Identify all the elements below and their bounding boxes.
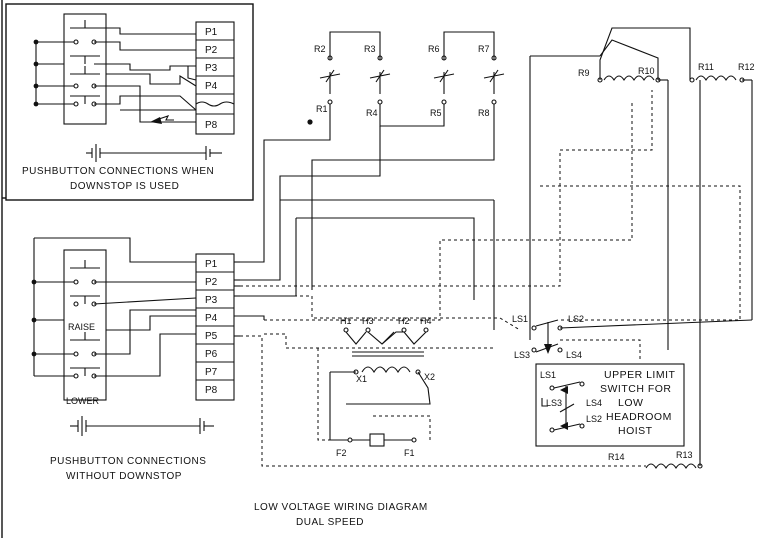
terminal-p5: P5 <box>205 331 218 342</box>
upper-limit-switch-box: LS1 LS3 LS4 LS2 UPPER LIMIT SWITCH FOR L… <box>535 363 685 447</box>
label-ls1: LS1 <box>512 314 528 324</box>
diagram-title-line1: LOW VOLTAGE WIRING DIAGRAM <box>254 502 428 513</box>
ul-text-line5: HOIST <box>618 425 653 437</box>
label-r6: R6 <box>428 44 440 54</box>
label-h4: H4 <box>420 316 432 326</box>
label-r10: R10 <box>638 66 655 76</box>
label-r1: R1 <box>316 104 328 114</box>
inset-caption-line1: PUSHBUTTON CONNECTIONS WHEN <box>22 166 214 177</box>
ul-label-ls3: LS3 <box>546 398 562 408</box>
label-x1: X1 <box>356 374 367 384</box>
label-r4: R4 <box>366 108 378 118</box>
label-r7: R7 <box>478 44 490 54</box>
main-pushbutton-station: RAISE LOWER P1 P2 P3 P4 P5 P6 <box>31 237 265 482</box>
inset-terminal-p8: P8 <box>205 120 218 131</box>
ul-label-ls2: LS2 <box>586 414 602 424</box>
terminal-p7: P7 <box>205 367 218 378</box>
inset-terminal-p1: P1 <box>205 27 218 38</box>
inset-pendant-station <box>63 13 107 125</box>
inset-caption-line2: DOWNSTOP IS USED <box>70 181 179 192</box>
label-ls3: LS3 <box>514 350 530 360</box>
main-caption-line1: PUSHBUTTON CONNECTIONS <box>50 456 206 467</box>
label-x2: X2 <box>424 372 435 382</box>
label-r8: R8 <box>478 108 490 118</box>
ul-text-line4: HEADROOM <box>606 411 672 423</box>
label-r12: R12 <box>738 62 755 72</box>
terminal-p6: P6 <box>205 349 218 360</box>
ul-label-ls1: LS1 <box>540 370 556 380</box>
terminal-p8: P8 <box>205 385 218 396</box>
inset-terminal-block <box>195 21 235 135</box>
inset-terminal-p2: P2 <box>205 45 218 56</box>
label-r14: R14 <box>608 452 625 462</box>
label-r13: R13 <box>676 450 693 460</box>
label-r11: R11 <box>698 62 714 72</box>
terminal-p2: P2 <box>205 277 218 288</box>
ul-text-line2: SWITCH FOR <box>600 383 672 395</box>
label-h2: H2 <box>398 316 410 326</box>
limit-switch-assembly: LS1 LS2 LS3 LS4 <box>512 314 753 360</box>
inset-terminal-p4: P4 <box>205 81 218 92</box>
inset-terminal-p3: P3 <box>205 63 218 74</box>
terminal-p4: P4 <box>205 313 218 324</box>
label-r5: R5 <box>430 108 442 118</box>
ul-text-line1: UPPER LIMIT <box>604 369 676 381</box>
diagram-title-line2: DUAL SPEED <box>296 517 364 528</box>
lower-label: LOWER <box>66 396 100 406</box>
ul-text-line3: LOW <box>618 397 643 409</box>
label-h1: H1 <box>340 316 352 326</box>
relay-coils: R9 R10 R11 R12 R14 R13 <box>578 62 755 470</box>
transformer: H1 H3 H2 H4 X1 X2 <box>329 316 435 440</box>
label-ls2: LS2 <box>568 314 584 324</box>
main-terminal-block <box>195 253 235 401</box>
ul-label-ls4: LS4 <box>586 398 602 408</box>
top-wiring <box>529 27 753 466</box>
main-caption-line2: WITHOUT DOWNSTOP <box>66 471 182 482</box>
label-r2: R2 <box>314 44 326 54</box>
raise-label: RAISE <box>68 322 95 332</box>
label-r3: R3 <box>364 44 376 54</box>
terminal-p1: P1 <box>205 259 218 270</box>
label-f1: F1 <box>404 448 415 458</box>
fuse: F2 F1 <box>330 433 417 458</box>
inset-pushbutton-box: P1 P2 P3 P4 P8 PUSHBUTTON CONNECTIONS <box>5 3 254 201</box>
label-f2: F2 <box>336 448 347 458</box>
relay-contacts: R2 R1 R3 R4 R6 R5 R7 R8 <box>307 31 505 127</box>
terminal-p3: P3 <box>205 295 218 306</box>
label-h3: H3 <box>362 316 374 326</box>
label-r9: R9 <box>578 68 590 78</box>
label-ls4: LS4 <box>566 350 582 360</box>
